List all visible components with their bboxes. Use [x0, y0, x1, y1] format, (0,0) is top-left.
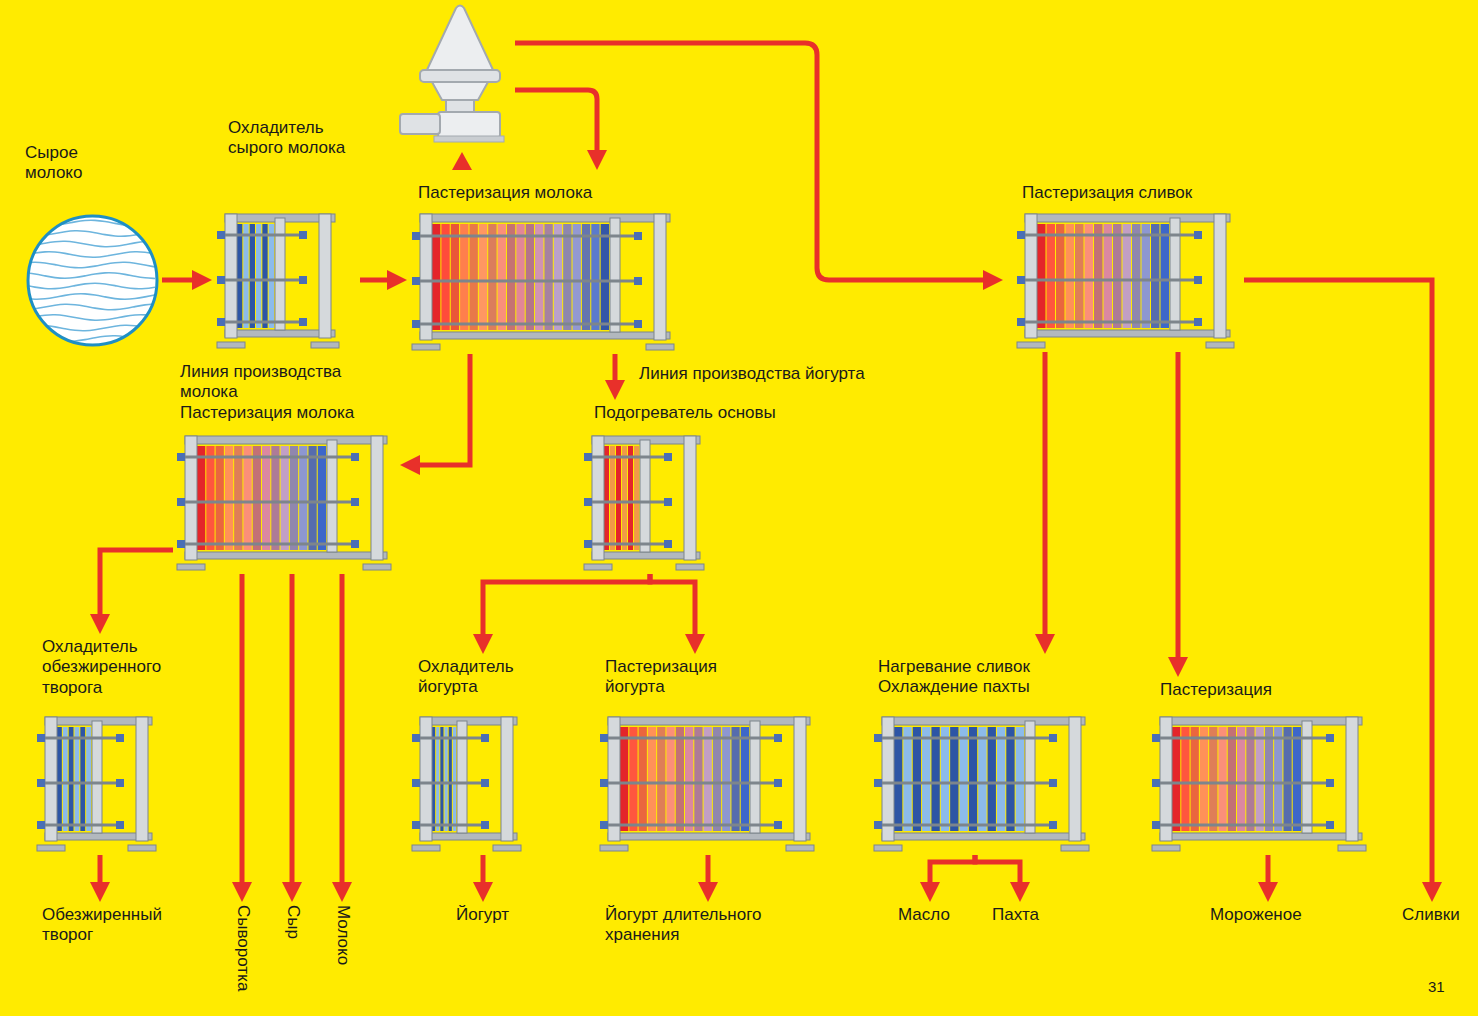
node-label: Сыворотка [233, 905, 253, 991]
flow-arrow [408, 354, 470, 465]
flow-arrow [340, 574, 345, 894]
flow-arrow [706, 855, 711, 894]
heat-exchanger: Пастеризация [1150, 680, 1372, 853]
product-label: Пахта [992, 905, 1062, 925]
flow-arrow [1266, 855, 1271, 894]
node-label: Обезжиренный творог [42, 905, 197, 946]
exchanger-drawing [582, 432, 710, 572]
page-number: 31 [1428, 978, 1445, 995]
flow-arrow [483, 574, 650, 646]
product-label: Обезжиренный творог [42, 905, 197, 946]
product-label: Йогурт длительного хранения [605, 905, 815, 946]
flow-arrow [1176, 352, 1181, 669]
return-arrow [452, 152, 472, 170]
milk-tank: Сырое молоко [25, 143, 160, 348]
node-label: Нагревание сливок Охлаждение пахты [878, 657, 1093, 698]
heat-exchanger: Охладитель йогурта [410, 657, 558, 853]
heat-exchanger: Линия производства молокаПастеризация мо… [175, 362, 397, 572]
exchanger-drawing [872, 713, 1095, 853]
node-label: Сливки [1402, 905, 1472, 925]
flow-arrow [613, 354, 618, 392]
exchanger-drawing [410, 713, 527, 853]
tank-drawing [25, 213, 160, 348]
edge-label: Линия производства йогурта [636, 364, 868, 384]
heat-exchanger: Пастеризация сливок [1015, 183, 1242, 350]
node-label: Мороженое [1210, 905, 1330, 925]
product-label: Сыр [283, 905, 303, 939]
node-label: Пастеризация молока [180, 403, 395, 423]
exchanger-drawing [598, 713, 820, 853]
node-label: Пастеризация [1160, 680, 1360, 700]
exchanger-drawing [35, 713, 162, 853]
separator-drawing [390, 0, 520, 150]
product-label: Сыворотка [233, 905, 253, 991]
node-label: Сырое молоко [25, 143, 115, 184]
node-label: Пахта [992, 905, 1062, 925]
product-label: Йогурт [456, 905, 536, 925]
product-label: Сливки [1402, 905, 1472, 925]
node-label: Масло [898, 905, 968, 925]
flow-arrow [975, 855, 1020, 894]
product-label: Молоко [333, 905, 353, 965]
exchanger-drawing [215, 210, 345, 350]
heat-exchanger: Охладитель сырого молока [215, 118, 358, 350]
exchanger-drawing [175, 432, 397, 572]
flow-arrow [290, 574, 295, 894]
node-label: Йогурт [456, 905, 536, 925]
flow-arrow [650, 574, 695, 646]
node-label: Охладитель обезжиренного творога [42, 637, 202, 698]
node-label: Йогурт длительного хранения [605, 905, 815, 946]
exchanger-drawing [1150, 713, 1372, 853]
product-label: Масло [898, 905, 968, 925]
flow-arrow [240, 574, 245, 894]
heat-exchanger: Подогреватель основы [582, 403, 834, 572]
node-label: Пастеризация сливок [1022, 183, 1242, 203]
flow-arrow [360, 278, 399, 283]
node-label: Сыр [283, 905, 303, 939]
heat-exchanger: Пастеризация молока [410, 183, 680, 352]
exchanger-drawing [1015, 210, 1240, 350]
heat-exchanger: Охладитель обезжиренного творога [35, 637, 202, 853]
flow-arrow [1244, 280, 1432, 894]
flow-arrow [930, 855, 975, 894]
flow-arrow [1043, 352, 1048, 646]
node-label: Линия производства молока [180, 362, 395, 403]
node-label: Пастеризация йогурта [605, 657, 765, 698]
exchanger-drawing [410, 210, 680, 352]
node-label: Подогреватель основы [594, 403, 834, 423]
node-label: Охладитель йогурта [418, 657, 558, 698]
flow-arrow [481, 855, 486, 894]
node-label: Пастеризация молока [418, 183, 678, 203]
heat-exchanger: Пастеризация йогурта [598, 657, 820, 853]
flow-arrow [162, 278, 204, 283]
flow-arrow [100, 550, 173, 626]
heat-exchanger: Нагревание сливок Охлаждение пахты [872, 657, 1095, 853]
separator-arrow [515, 90, 597, 162]
node-label: Молоко [333, 905, 353, 965]
flow-arrow [98, 855, 103, 894]
product-label: Мороженое [1210, 905, 1330, 925]
node-label: Охладитель сырого молока [228, 118, 358, 159]
